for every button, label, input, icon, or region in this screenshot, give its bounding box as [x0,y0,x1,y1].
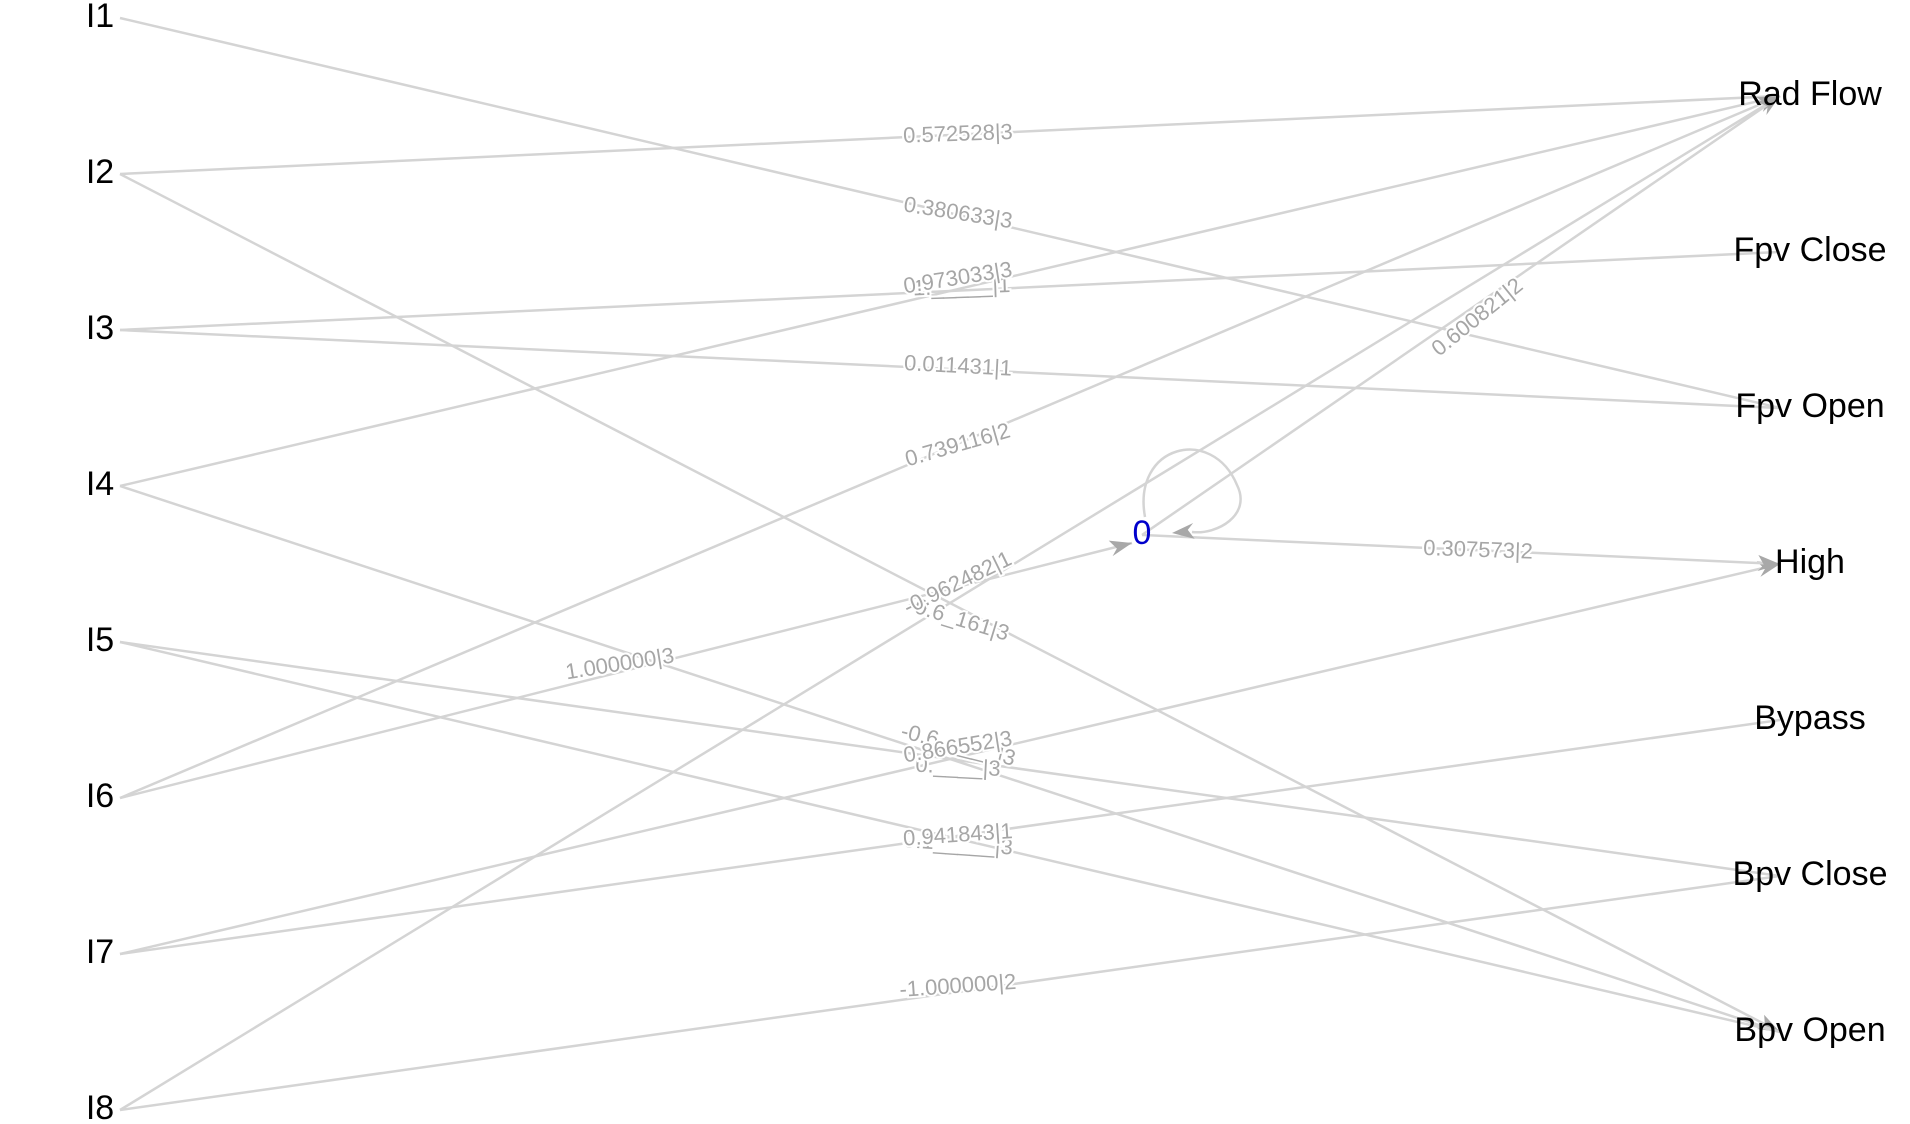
edge-weight-label: -1._____|1 [905,272,1011,301]
input-node-i6: I6 [86,777,114,815]
edge-weight-label: 0.307573|2 [1423,535,1534,564]
edge-weight-label: -1.000000|2 [899,969,1018,1002]
edge-0-to-rad-flow [1141,94,1781,537]
edge-i7-to-high [119,562,1781,956]
output-node-bypass: Bypass [1754,699,1866,737]
output-node-high: High [1775,543,1845,581]
output-node-bpv-close: Bpv Close [1733,855,1888,893]
edge-labels-layer: 0.380633|30.572528|3-0.6_161|3-1._____|1… [562,117,1536,1004]
output-node-bpv-open: Bpv Open [1734,1011,1885,1049]
output-node-rad-flow: Rad Flow [1738,75,1882,113]
edge-i3-to-fpv-open [119,328,1781,410]
input-node-i8: I8 [86,1089,114,1124]
edge-i1-to-fpv-open [119,16,1781,410]
input-node-i1: I1 [86,0,114,35]
edges-layer [119,16,1781,1112]
output-node-fpv-close: Fpv Close [1733,231,1886,269]
hidden-node: 0 [1133,514,1152,552]
edge-i4-to-rad-flow [119,94,1781,488]
edge-weight-label: 0.572528|3 [903,119,1014,148]
edge-arrowhead [1757,555,1780,571]
input-node-i7: I7 [86,933,114,971]
edge-i7-to-bypass [119,718,1781,956]
edge-0-to-high [1141,533,1781,566]
input-node-i2: I2 [86,153,114,191]
edge-weight-label: 1.000000|3 [564,642,676,684]
input-node-i5: I5 [86,621,114,659]
edge-weight-label: 0.739116|2 [902,417,1013,471]
input-node-i4: I4 [86,465,114,503]
edge-i8-to-bpv-close [119,874,1781,1112]
output-node-fpv-open: Fpv Open [1735,387,1884,425]
self-loop-edge [1142,448,1242,534]
input-node-i3: I3 [86,309,114,347]
edge-weight-label: 0.380633|3 [902,191,1014,233]
edge-weight-label: 0.011431|1 [903,350,1012,381]
edge-i2-to-rad-flow [119,94,1781,176]
edge-weight-label: 0.600821|2 [1426,272,1527,360]
edge-i6-to-0 [119,541,1133,800]
self-loop-arrowhead [1172,522,1195,539]
edge-i6-to-rad-flow [119,94,1781,800]
edge-arrowhead [1108,540,1132,557]
edge-i8-to-rad-flow [119,94,1781,1112]
edge-arrowhead [1757,96,1780,116]
